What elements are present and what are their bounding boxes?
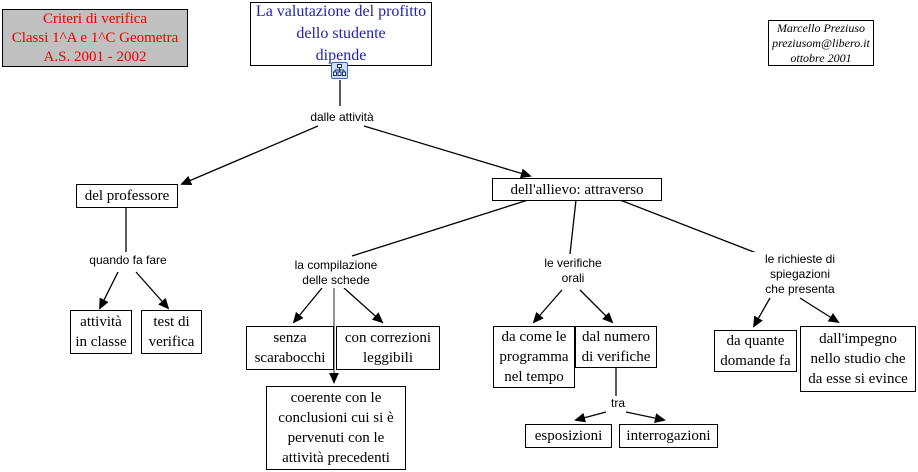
node-dell-allievo[interactable]: dell'allievo: attraverso: [492, 178, 662, 201]
link-allievo-to-richieste: [619, 199, 765, 257]
link-dalle-attivita-to-allievo: [363, 125, 532, 179]
link-compilazione-to-senza: [292, 287, 323, 324]
link-verifiche-to-numero: [579, 289, 614, 324]
link-compilazione-to-correzioni: [343, 287, 384, 324]
node-esposizioni[interactable]: esposizioni: [525, 424, 612, 448]
node-coerente-conclusioni[interactable]: coerente con le conclusioni cui si è per…: [266, 386, 406, 470]
node-del-professore[interactable]: del professore: [76, 184, 178, 208]
node-da-come-programma[interactable]: da come le programma nel tempo: [493, 326, 575, 388]
node-test-di-verifica[interactable]: test di verifica: [141, 310, 202, 354]
node-senza-scarabocchi[interactable]: senza scarabocchi: [246, 326, 334, 370]
node-interrogazioni[interactable]: interrogazioni: [619, 424, 718, 448]
link-label-quando-fa-fare: quando fa fare: [78, 253, 178, 268]
node-con-correzioni-leggibili[interactable]: con correzioni leggibili: [336, 326, 440, 370]
node-attivita-in-classe[interactable]: attività in classe: [70, 310, 132, 354]
node-dall-impegno-studio[interactable]: dall'impegno nello studio che da esse si…: [800, 326, 916, 392]
node-dal-numero-verifiche[interactable]: dal numero di verifiche: [575, 326, 657, 368]
criteri-legend-box: Criteri di verifica Classi 1^A e 1^C Geo…: [2, 9, 188, 67]
node-da-quante-domande[interactable]: da quante domande fa: [714, 330, 797, 372]
link-label-tra: tra: [600, 396, 636, 411]
link-label-le-richieste: le richieste di spiegazioni che presenta: [752, 252, 848, 297]
link-allievo-to-compilazione: [351, 199, 529, 257]
link-quando-to-attivita: [99, 271, 119, 310]
link-tra-to-esposizioni: [574, 411, 607, 423]
link-quando-to-test: [135, 271, 170, 310]
link-label-la-compilazione: la compilazione delle schede: [286, 258, 386, 288]
link-label-dalle-attivita: dalle attività: [300, 110, 384, 125]
link-dalle-attivita-to-professore: [180, 125, 319, 185]
link-verifiche-to-programma: [532, 289, 563, 324]
author-credit-box: Marcello Preziuso preziusom@libero.it ot…: [768, 20, 874, 66]
link-tra-to-interrogazioni: [625, 411, 666, 423]
node-root[interactable]: La valutazione del profitto dello studen…: [250, 2, 432, 66]
link-richieste-to-impegno: [799, 297, 840, 324]
link-label-le-verifiche-orali: le verifiche orali: [528, 256, 618, 286]
link-allievo-to-verifiche: [569, 199, 577, 255]
link-richieste-to-domande: [753, 297, 771, 328]
tree-hierarchy-icon[interactable]: [331, 62, 348, 79]
